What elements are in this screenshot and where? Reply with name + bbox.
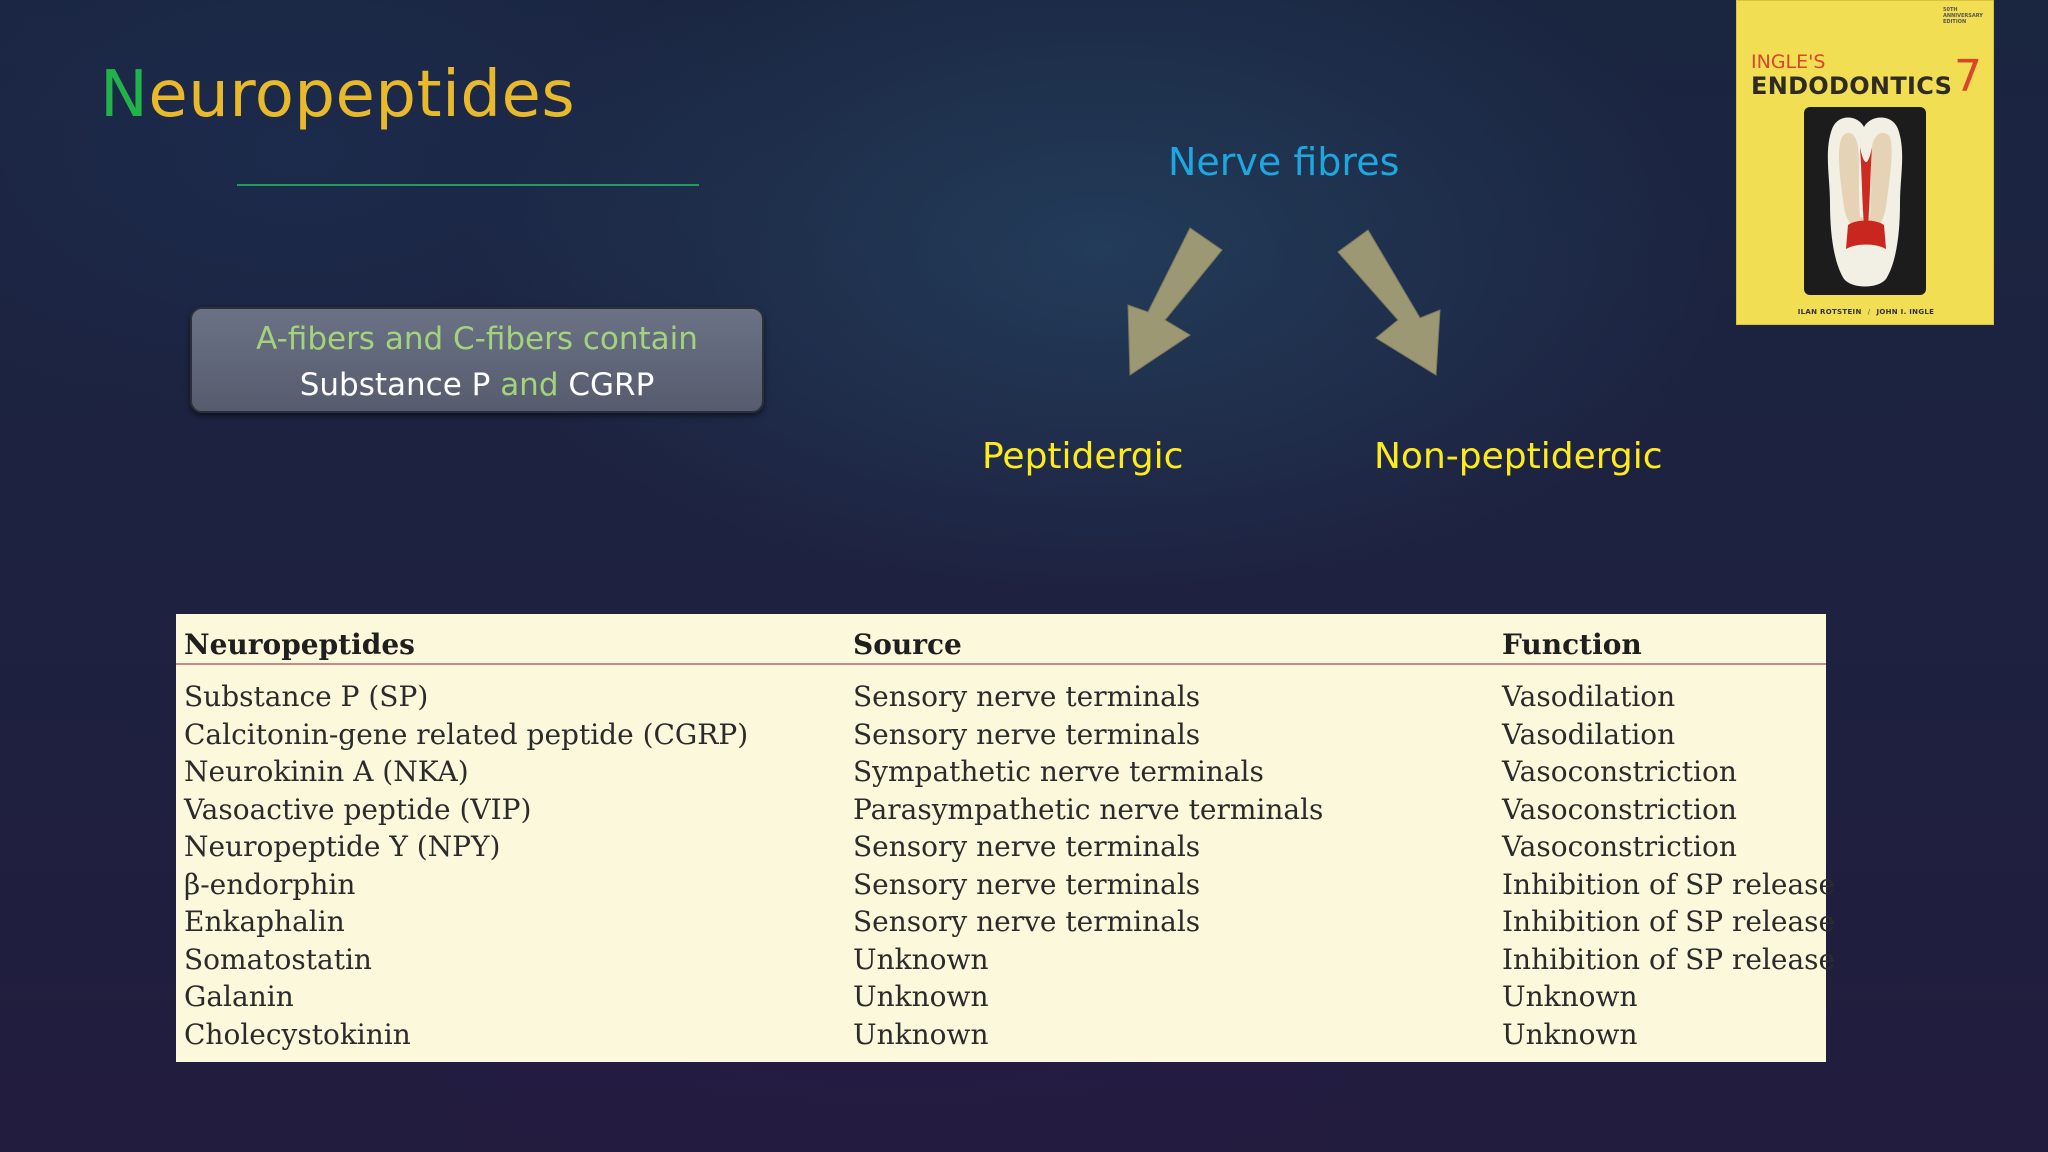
fibers-callout-box: A-fibers and C-fibers contain Substance …	[190, 307, 764, 413]
header-function: Function	[1502, 628, 1642, 661]
cell-source: Sensory nerve terminals	[853, 717, 1201, 751]
table-row: β-endorphin Sensory nerve terminals Inhi…	[176, 866, 1835, 904]
cell-function: Vasoconstriction	[1502, 830, 1737, 863]
callout-line1: A-fibers and C-fibers contain	[256, 321, 698, 357]
book-cover-image: 50TH ANNIVERSARY EDITION INGLE'S ENDODON…	[1736, 0, 1994, 325]
header-divider	[176, 663, 1826, 665]
callout-line2: Substance P and CGRP	[192, 362, 762, 408]
table-row: Neuropeptide Y (NPY) Sensory nerve termi…	[176, 828, 1826, 866]
cell-source: Sensory nerve terminals	[853, 830, 1201, 863]
cell-source: Parasympathetic nerve terminals	[853, 792, 1324, 826]
book-title: ENDODONTICS	[1751, 72, 1953, 100]
cell-function: Inhibition of SP release	[1502, 905, 1836, 938]
cell-neuropeptide: Neuropeptide Y (NPY)	[184, 830, 501, 863]
cell-function: Unknown	[1502, 980, 1638, 1013]
book-authors: ILAN ROTSTEIN / JOHN I. INGLE	[1737, 308, 1995, 316]
book-edition-note: 50TH ANNIVERSARY EDITION	[1943, 7, 1983, 25]
cell-source: Sensory nerve terminals	[853, 905, 1201, 938]
header-source: Source	[853, 628, 962, 661]
cell-function: Vasodilation	[1502, 717, 1676, 751]
cell-function: Inhibition of SP release	[1502, 942, 1836, 976]
cell-function: Unknown	[1502, 1017, 1638, 1051]
callout-cgrp: CGRP	[568, 367, 655, 403]
cell-source: Sensory nerve terminals	[853, 680, 1201, 713]
table-row: Galanin Unknown Unknown	[176, 978, 1826, 1016]
table-row: Vasoactive peptide (VIP) Parasympathetic…	[176, 791, 1826, 829]
title-underline	[237, 184, 699, 186]
left-arrow-icon	[1127, 227, 1223, 376]
peptidergic-label: Peptidergic	[982, 436, 1184, 477]
slide-title-rest: europeptides	[148, 58, 576, 132]
nerve-fibres-label: Nerve fibres	[1168, 140, 1400, 184]
book-author-separator: /	[1867, 308, 1871, 316]
callout-and: and	[500, 367, 559, 403]
callout-substance-p: Substance P	[299, 367, 491, 403]
slide-title: Neuropeptides	[100, 58, 575, 132]
cell-neuropeptide: Vasoactive peptide (VIP)	[184, 792, 532, 826]
cell-neuropeptide: Calcitonin-gene related peptide (CGRP)	[184, 717, 749, 751]
cell-neuropeptide: Somatostatin	[184, 942, 372, 976]
cell-neuropeptide: Enkaphalin	[184, 905, 345, 938]
cell-neuropeptide: Substance P (SP)	[184, 680, 429, 713]
cell-function: Inhibition of SP release	[1502, 867, 1836, 901]
cell-function: Vasoconstriction	[1502, 792, 1737, 826]
table-row: Substance P (SP) Sensory nerve terminals…	[176, 678, 1826, 716]
cell-source: Sensory nerve terminals	[853, 867, 1201, 901]
cell-source: Unknown	[853, 1017, 989, 1051]
tooth-cross-section-icon	[1804, 107, 1926, 295]
table-row: Somatostatin Unknown Inhibition of SP re…	[176, 941, 1835, 979]
cell-neuropeptide: Neurokinin A (NKA)	[184, 755, 469, 788]
table-row: Cholecystokinin Unknown Unknown	[176, 1016, 1826, 1054]
table-body: Substance P (SP) Sensory nerve terminals…	[176, 678, 1835, 1054]
cell-source: Unknown	[853, 942, 989, 976]
cell-neuropeptide: Galanin	[184, 980, 294, 1013]
slide-title-initial: N	[100, 58, 149, 132]
header-neuropeptides: Neuropeptides	[184, 628, 415, 661]
book-author-1: ILAN ROTSTEIN	[1797, 308, 1862, 316]
cell-source: Sympathetic nerve terminals	[853, 755, 1264, 788]
cell-source: Unknown	[853, 980, 989, 1013]
cell-neuropeptide: β-endorphin	[184, 867, 356, 901]
cell-neuropeptide: Cholecystokinin	[184, 1017, 411, 1051]
branch-arrows	[1127, 227, 1441, 376]
table-row: Calcitonin-gene related peptide (CGRP) S…	[176, 716, 1826, 754]
book-publisher: INGLE'S	[1751, 51, 1826, 73]
book-author-2: JOHN I. INGLE	[1876, 308, 1935, 316]
book-edition-number: 7	[1954, 51, 1982, 102]
non-peptidergic-label: Non-peptidergic	[1374, 436, 1663, 477]
right-arrow-icon	[1337, 229, 1441, 376]
cell-function: Vasodilation	[1502, 680, 1676, 713]
cell-function: Vasoconstriction	[1502, 755, 1737, 788]
neuropeptides-table: Neuropeptides Source Function Substance …	[176, 614, 1835, 1062]
table-row: Neurokinin A (NKA) Sympathetic nerve ter…	[176, 753, 1826, 791]
table-row: Enkaphalin Sensory nerve terminals Inhib…	[176, 903, 1835, 941]
